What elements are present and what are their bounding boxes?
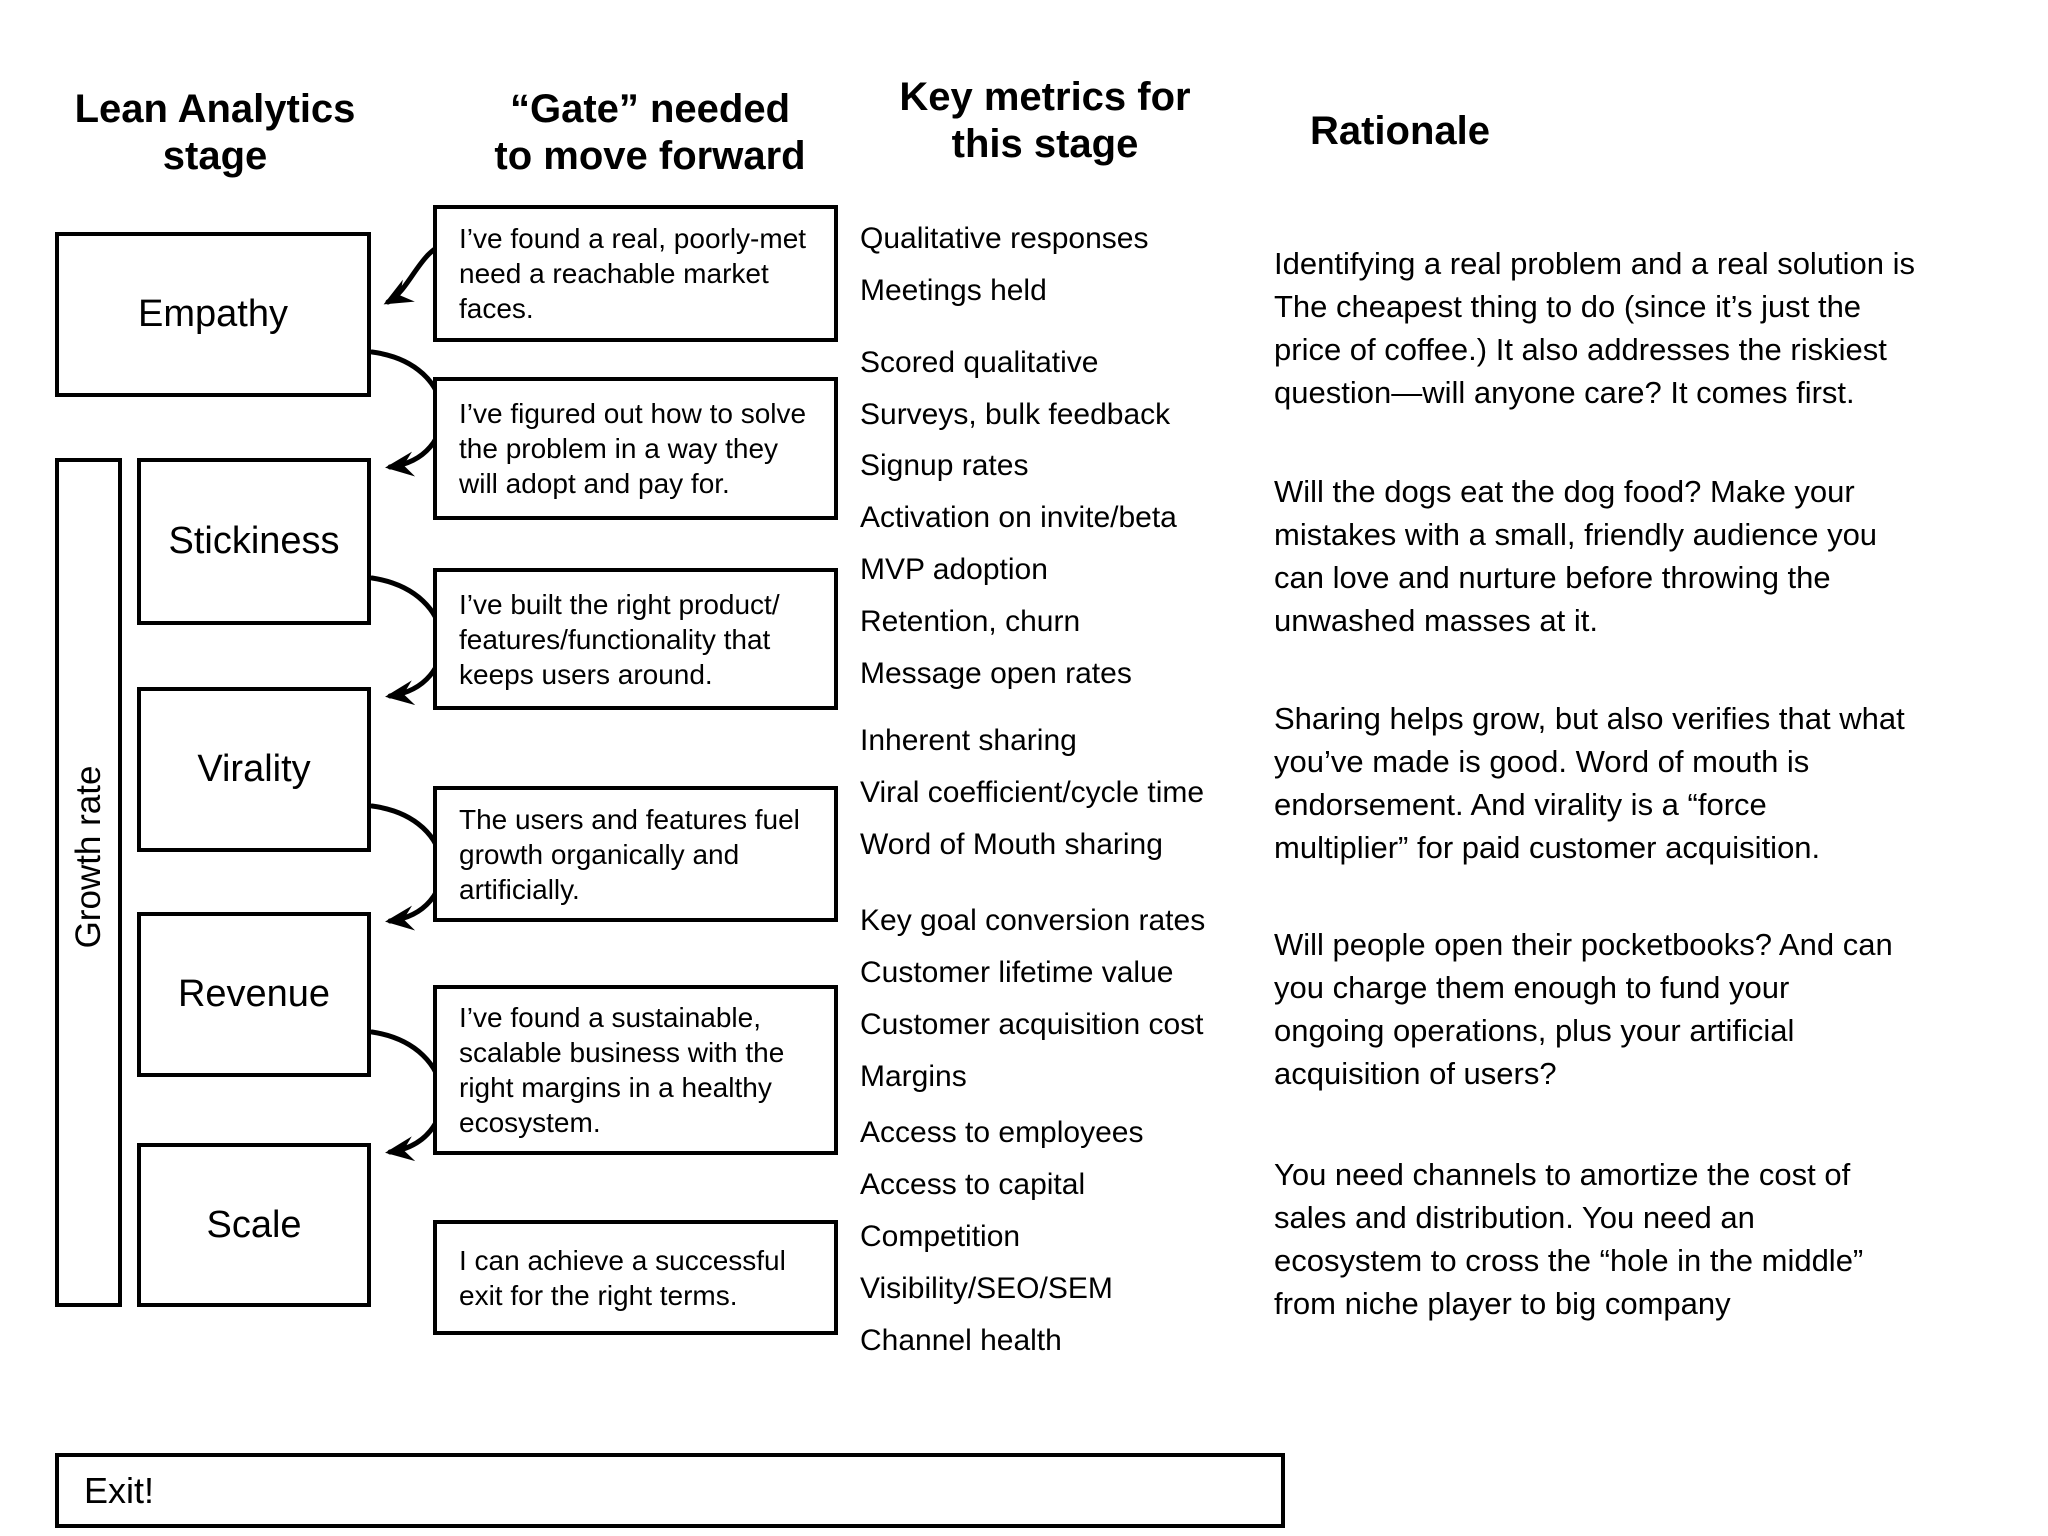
metric-item: Customer lifetime value: [860, 956, 1174, 989]
metric-item: Viral coefficient/cycle time: [860, 776, 1205, 809]
growth-rate-bar: Growth rate: [55, 458, 122, 1307]
metric-item: MVP adoption: [860, 553, 1048, 586]
metric-item: Access to capital: [860, 1168, 1086, 1201]
stage-label-revenue: Revenue: [177, 973, 331, 1015]
gate-box-5: I’ve found a sustainable, scalable busin…: [433, 985, 838, 1155]
metric-group-revenue: Key goal conversion rates Customer lifet…: [860, 895, 1280, 1103]
gate-box-4: The users and features fuel growth organ…: [433, 786, 838, 922]
stage-box-virality: Virality: [137, 687, 371, 852]
metric-group-virality: Inherent sharing Viral coefficient/cycle…: [860, 715, 1280, 871]
metric-item: Visibility/SEO/SEM: [860, 1272, 1113, 1305]
metric-item: Message open rates: [860, 657, 1132, 690]
metric-item: Signup rates: [860, 449, 1029, 482]
column-header-gate: “Gate” needed to move forward: [494, 87, 806, 178]
rationale-virality: Sharing helps grow, but also verifies th…: [1274, 701, 1905, 865]
metric-item: Channel health: [860, 1324, 1062, 1357]
exit-label: Exit!: [84, 1469, 155, 1511]
stage-box-empathy: Empathy: [55, 232, 371, 397]
metric-item: Word of Mouth sharing: [860, 828, 1163, 861]
stage-label-scale: Scale: [206, 1203, 302, 1246]
gate-text-2: I’ve figured out how to solve the proble…: [459, 398, 807, 499]
stage-box-stickiness: Stickiness: [137, 458, 371, 625]
metric-item: Key goal conversion rates: [860, 904, 1206, 937]
growth-rate-label: Growth rate: [68, 765, 108, 949]
rationale-stickiness: Will the dogs eat the dog food? Make you…: [1274, 474, 1878, 638]
metric-item: Scored qualitative: [860, 346, 1099, 379]
gate-text-6: I can achieve a successful exit for the …: [459, 1244, 786, 1311]
metric-item: Margins: [860, 1060, 967, 1093]
gate-text-4: The users and features fuel growth organ…: [459, 803, 800, 905]
metric-group-empathy-b: Scored qualitative Surveys, bulk feedbac…: [860, 337, 1280, 441]
metric-item: Access to employees: [860, 1116, 1144, 1149]
rationale-revenue: Will people open their pocketbooks? And …: [1274, 927, 1893, 1091]
rationale-scale: You need channels to amortize the cost o…: [1274, 1157, 1864, 1321]
rationale-empathy: Identifying a real problem and a real so…: [1274, 246, 1916, 410]
metric-item: Customer acquisition cost: [860, 1008, 1204, 1041]
gate-box-6: I can achieve a successful exit for the …: [433, 1220, 838, 1335]
column-header-rationale: Rationale: [1309, 109, 1491, 153]
exit-box: Exit!: [55, 1453, 1285, 1528]
metric-item: Retention, churn: [860, 605, 1081, 638]
metric-group-stickiness: Signup rates Activation on invite/beta M…: [860, 440, 1280, 700]
metric-item: Inherent sharing: [860, 724, 1077, 757]
metric-group-empathy-a: Qualitative responses Meetings held: [860, 213, 1280, 317]
gate-text-1: I’ve found a real, poorly-met need a rea…: [459, 223, 807, 324]
metric-item: Qualitative responses: [860, 222, 1149, 255]
metric-item: Competition: [860, 1220, 1021, 1253]
arrow-empathy-to-stickiness: [369, 349, 445, 477]
column-header-stage: Lean Analytics stage: [74, 87, 356, 178]
gate-text-5: I’ve found a sustainable, scalable busin…: [459, 1002, 785, 1138]
metric-item: Surveys, bulk feedback: [860, 398, 1171, 431]
stage-box-revenue: Revenue: [137, 912, 371, 1077]
metric-group-scale: Access to employees Access to capital Co…: [860, 1107, 1280, 1367]
gate-box-3: I’ve built the right product/ features/f…: [433, 568, 838, 710]
gate-box-2: I’ve figured out how to solve the proble…: [433, 377, 838, 520]
metric-item: Meetings held: [860, 274, 1047, 307]
arrow-virality-to-revenue: [369, 803, 445, 931]
stage-label-virality: Virality: [197, 748, 311, 790]
arrow-stickiness-to-virality: [369, 575, 445, 706]
gate-box-1: I’ve found a real, poorly-met need a rea…: [433, 205, 838, 342]
stage-label-empathy: Empathy: [138, 293, 288, 335]
metric-item: Activation on invite/beta: [860, 501, 1177, 534]
column-header-metrics: Key metrics for this stage: [899, 75, 1191, 166]
stage-label-stickiness: Stickiness: [168, 520, 340, 562]
arrow-revenue-to-scale: [369, 1029, 445, 1162]
stage-box-scale: Scale: [137, 1143, 371, 1307]
gate-text-3: I’ve built the right product/ features/f…: [459, 588, 780, 690]
